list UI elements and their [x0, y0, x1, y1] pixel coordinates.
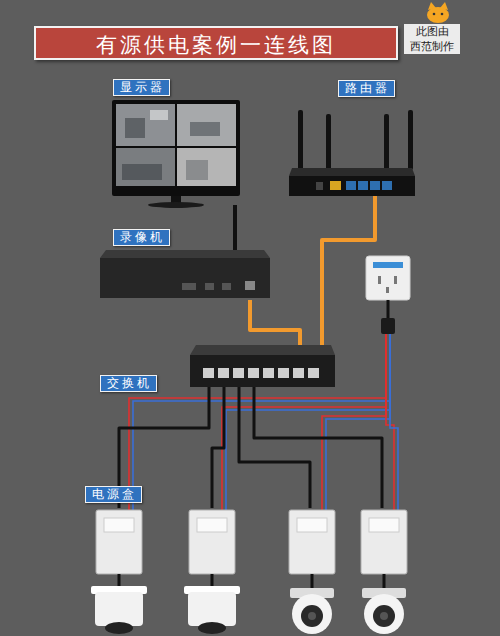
- power-socket: [366, 256, 410, 300]
- router-antenna: [298, 110, 303, 170]
- camera-cable: [118, 574, 121, 588]
- power-wire: [322, 334, 386, 510]
- switch-top: [190, 345, 335, 355]
- device-node: 路由器: [290, 108, 415, 196]
- nvr-port: [245, 281, 255, 290]
- camera-lens: [373, 605, 395, 627]
- camera-view: [177, 104, 236, 146]
- camera-view: [116, 104, 175, 146]
- router-port: [382, 181, 392, 190]
- socket-switch: [373, 262, 403, 268]
- view-detail: [125, 118, 145, 138]
- socket-hole: [378, 276, 381, 284]
- device-tag: 录像机: [113, 229, 170, 246]
- monitor-frame: [112, 100, 240, 196]
- power-wire: [129, 334, 386, 510]
- nvr-port: [222, 283, 231, 290]
- router-port: [316, 182, 323, 190]
- nvr-port: [205, 283, 214, 290]
- power-box: [189, 510, 235, 574]
- dome-camera: [364, 594, 404, 634]
- box-label: [197, 518, 227, 532]
- cat-eye: [433, 13, 436, 16]
- cable-connector: [250, 300, 300, 345]
- camera-lens: [301, 605, 323, 627]
- camera-view: [116, 148, 175, 186]
- power-plug: [381, 318, 395, 334]
- router-port: [358, 181, 368, 190]
- device-node: 电源盒: [92, 508, 410, 576]
- switch-body: [190, 355, 335, 387]
- device-node: 显示器: [112, 100, 240, 205]
- router-antenna: [408, 110, 413, 170]
- device-tag: 路由器: [338, 80, 395, 97]
- router-port: [370, 181, 380, 190]
- title-banner: 有源供电案例一连线图: [34, 26, 398, 60]
- plug-wire: [387, 300, 390, 318]
- camera-cable: [383, 574, 386, 588]
- switch-port: [248, 368, 259, 378]
- router-antenna: [384, 114, 389, 170]
- router-antenna: [326, 114, 331, 170]
- router-top: [289, 168, 415, 176]
- switch-port: [203, 368, 214, 378]
- box-label: [369, 518, 399, 532]
- cat-eye: [441, 13, 444, 16]
- switch-port: [308, 368, 319, 378]
- switch-port: [233, 368, 244, 378]
- power-wire: [326, 334, 390, 510]
- box-label: [104, 518, 134, 532]
- watermark-label: 此图由 西范制作: [404, 24, 460, 54]
- cable-connector: [322, 196, 375, 345]
- power-box: [96, 510, 142, 574]
- switch-port: [278, 368, 289, 378]
- socket-hole: [394, 276, 397, 284]
- cable-connector: [119, 387, 382, 508]
- view-detail: [122, 164, 162, 180]
- power-box: [361, 510, 407, 574]
- camera-lens: [105, 622, 133, 634]
- monitor-base: [148, 202, 204, 208]
- power-wire: [133, 334, 390, 510]
- camera-cable: [311, 574, 314, 588]
- cable-connector: [233, 205, 237, 250]
- switch-port: [293, 368, 304, 378]
- bullet-camera: [95, 592, 143, 626]
- switch-port: [218, 368, 229, 378]
- camera-view: [177, 148, 236, 186]
- camera-lens: [380, 612, 388, 620]
- router-port: [330, 181, 341, 190]
- device-tag: 显示器: [113, 79, 170, 96]
- device-node: 交换机: [190, 345, 335, 387]
- device-node: 录像机: [100, 250, 270, 300]
- camera-lens: [198, 622, 226, 634]
- nvr-body: [100, 258, 270, 298]
- power-wire: [390, 334, 398, 510]
- camera-cable: [211, 574, 214, 588]
- power-wire: [226, 334, 390, 510]
- router-port: [346, 181, 356, 190]
- power-wire: [222, 334, 386, 510]
- bullet-camera: [188, 592, 236, 626]
- camera-lens: [308, 612, 316, 620]
- router-body: [289, 176, 415, 196]
- monitor-neck: [171, 196, 181, 203]
- switch-port: [263, 368, 274, 378]
- device-tag: 电源盒: [85, 486, 142, 503]
- view-detail: [150, 110, 168, 120]
- nvr-top: [100, 250, 270, 258]
- socket-hole: [386, 287, 389, 293]
- power-box: [289, 510, 335, 574]
- device-tag: 交换机: [100, 375, 157, 392]
- dome-camera: [292, 594, 332, 634]
- view-detail: [190, 122, 220, 136]
- nvr-port: [182, 283, 196, 290]
- view-detail: [186, 160, 208, 180]
- cat-head: [427, 7, 449, 23]
- box-label: [297, 518, 327, 532]
